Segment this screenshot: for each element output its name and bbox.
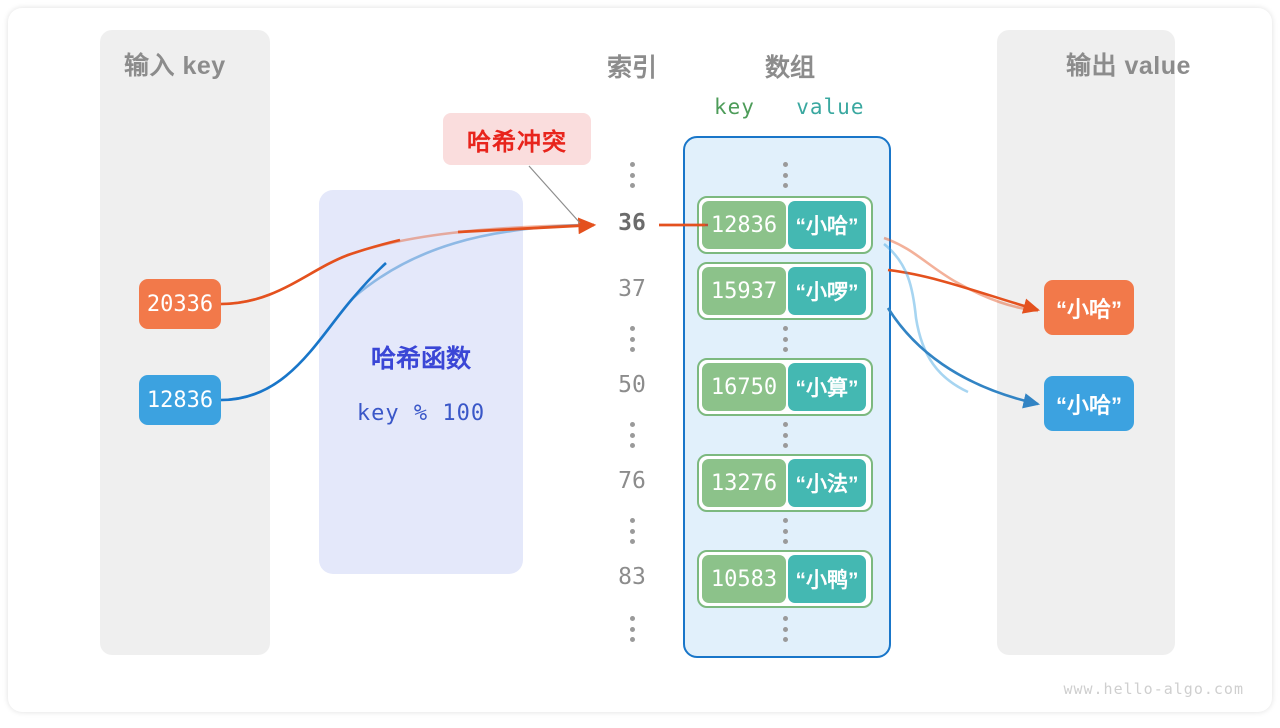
cell-key: 10583 <box>702 555 786 603</box>
value-header-label: value <box>796 95 865 119</box>
array-cell-76: 13276“小法” <box>697 454 873 512</box>
index-ellipsis <box>628 616 636 642</box>
index-label-76: 76 <box>618 468 646 494</box>
cell-value: “小算” <box>788 363 866 411</box>
cell-value: “小法” <box>788 459 866 507</box>
input-key-20336: 20336 <box>139 279 221 329</box>
array-column-title: 数组 <box>764 54 815 82</box>
diagram-canvas: 输入 key 输出 value 索引 数组 key value 哈希函数 key… <box>8 8 1272 712</box>
index-ellipsis <box>628 326 636 352</box>
index-ellipsis <box>628 422 636 448</box>
input-panel <box>100 30 270 655</box>
array-cell-37: 15937“小啰” <box>697 262 873 320</box>
array-ellipsis <box>781 518 789 544</box>
key-header-label: key <box>714 95 755 119</box>
cell-value: “小鸭” <box>788 555 866 603</box>
cell-value: “小啰” <box>788 267 866 315</box>
index-label-50: 50 <box>618 372 646 398</box>
cell-value: “小哈” <box>788 201 866 249</box>
input-panel-title: 输入 key <box>124 52 226 80</box>
hash-function-expression: key % 100 <box>356 400 486 426</box>
output-panel-title: 输出 value <box>1066 52 1191 80</box>
index-label-83: 83 <box>618 564 646 590</box>
index-ellipsis <box>628 162 636 188</box>
index-label-36: 36 <box>618 210 646 236</box>
array-ellipsis <box>781 162 789 188</box>
array-ellipsis <box>781 616 789 642</box>
output-value-orange: “小哈” <box>1044 280 1134 335</box>
hash-function-title: 哈希函数 <box>370 344 471 373</box>
cell-key: 12836 <box>702 201 786 249</box>
index-column-title: 索引 <box>606 54 657 82</box>
cell-key: 16750 <box>702 363 786 411</box>
hash-collision-badge: 哈希冲突 <box>443 113 591 165</box>
input-key-12836: 12836 <box>139 375 221 425</box>
key-value-header: key value <box>714 95 864 119</box>
cell-key: 15937 <box>702 267 786 315</box>
watermark: www.hello-algo.com <box>1063 680 1244 698</box>
output-panel <box>997 30 1175 655</box>
hash-function-box: 哈希函数 key % 100 <box>319 190 523 574</box>
array-cell-50: 16750“小算” <box>697 358 873 416</box>
cell-key: 13276 <box>702 459 786 507</box>
array-cell-83: 10583“小鸭” <box>697 550 873 608</box>
index-label-37: 37 <box>618 276 646 302</box>
array-ellipsis <box>781 326 789 352</box>
output-value-blue: “小哈” <box>1044 376 1134 431</box>
array-ellipsis <box>781 422 789 448</box>
array-cell-36: 12836“小哈” <box>697 196 873 254</box>
index-ellipsis <box>628 518 636 544</box>
